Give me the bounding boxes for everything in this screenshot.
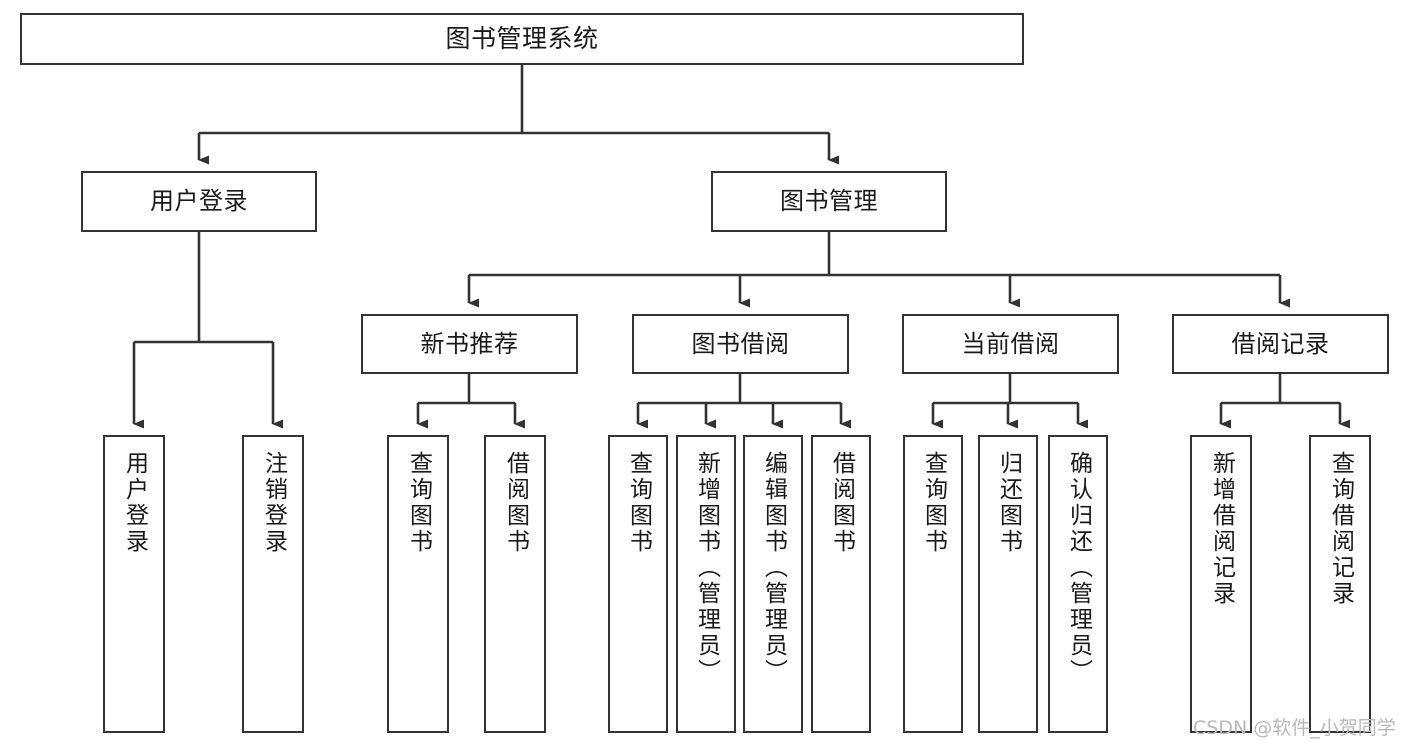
node-root-label: 图书管理系统	[445, 24, 599, 54]
leaf-user-login[interactable]: 用户登录	[103, 435, 165, 733]
leaf-return-book[interactable]: 归还图书	[978, 435, 1038, 733]
leaf-add-borrow-record-label: 新增借阅记录	[1208, 451, 1235, 607]
node-new-book-rec-label: 新书推荐	[420, 329, 519, 358]
node-current-borrow[interactable]: 当前借阅	[902, 314, 1119, 374]
leaf-borrow-book-rec[interactable]: 借阅图书	[484, 435, 546, 733]
leaf-user-login-label: 用户登录	[121, 451, 148, 555]
leaf-add-borrow-record[interactable]: 新增借阅记录	[1190, 435, 1252, 733]
node-current-borrow-label: 当前借阅	[961, 329, 1060, 358]
csdn-watermark: CSDN @软件_小贺同学	[1193, 717, 1396, 739]
leaf-query-book-rec-label: 查询图书	[405, 451, 432, 555]
leaf-query-book-rec[interactable]: 查询图书	[387, 435, 449, 733]
node-root[interactable]: 图书管理系统	[20, 13, 1024, 65]
leaf-add-book-admin-label: 新增图书（管理员）	[693, 451, 720, 685]
leaf-confirm-return-admin-label: 确认归还（管理员）	[1065, 451, 1092, 685]
leaf-add-book-admin[interactable]: 新增图书（管理员）	[676, 435, 736, 733]
node-new-book-rec[interactable]: 新书推荐	[361, 314, 578, 374]
node-borrow-record[interactable]: 借阅记录	[1172, 314, 1389, 374]
node-book-manage-label: 图书管理	[780, 187, 878, 216]
leaf-borrow-book-label: 借阅图书	[828, 451, 855, 555]
leaf-query-book-current-label: 查询图书	[920, 451, 947, 555]
leaf-borrow-book-rec-label: 借阅图书	[502, 451, 529, 555]
leaf-edit-book-admin-label: 编辑图书（管理员）	[760, 451, 787, 685]
leaf-query-borrow-record[interactable]: 查询借阅记录	[1309, 435, 1371, 733]
leaf-confirm-return-admin[interactable]: 确认归还（管理员）	[1048, 435, 1108, 733]
leaf-query-book-borrow-label: 查询图书	[625, 451, 652, 555]
node-book-borrow-label: 图书借阅	[691, 329, 790, 358]
leaf-return-book-label: 归还图书	[995, 451, 1022, 555]
leaf-edit-book-admin[interactable]: 编辑图书（管理员）	[743, 435, 803, 733]
node-user-login-label: 用户登录	[150, 187, 248, 216]
leaf-user-logout[interactable]: 注销登录	[242, 435, 304, 733]
node-book-manage[interactable]: 图书管理	[711, 171, 947, 232]
leaf-query-borrow-record-label: 查询借阅记录	[1327, 451, 1354, 607]
node-user-login[interactable]: 用户登录	[81, 171, 317, 232]
node-borrow-record-label: 借阅记录	[1231, 329, 1330, 358]
node-book-borrow[interactable]: 图书借阅	[632, 314, 849, 374]
leaf-borrow-book[interactable]: 借阅图书	[811, 435, 871, 733]
leaf-query-book-current[interactable]: 查询图书	[903, 435, 963, 733]
leaf-query-book-borrow[interactable]: 查询图书	[608, 435, 668, 733]
leaf-user-logout-label: 注销登录	[260, 451, 287, 555]
